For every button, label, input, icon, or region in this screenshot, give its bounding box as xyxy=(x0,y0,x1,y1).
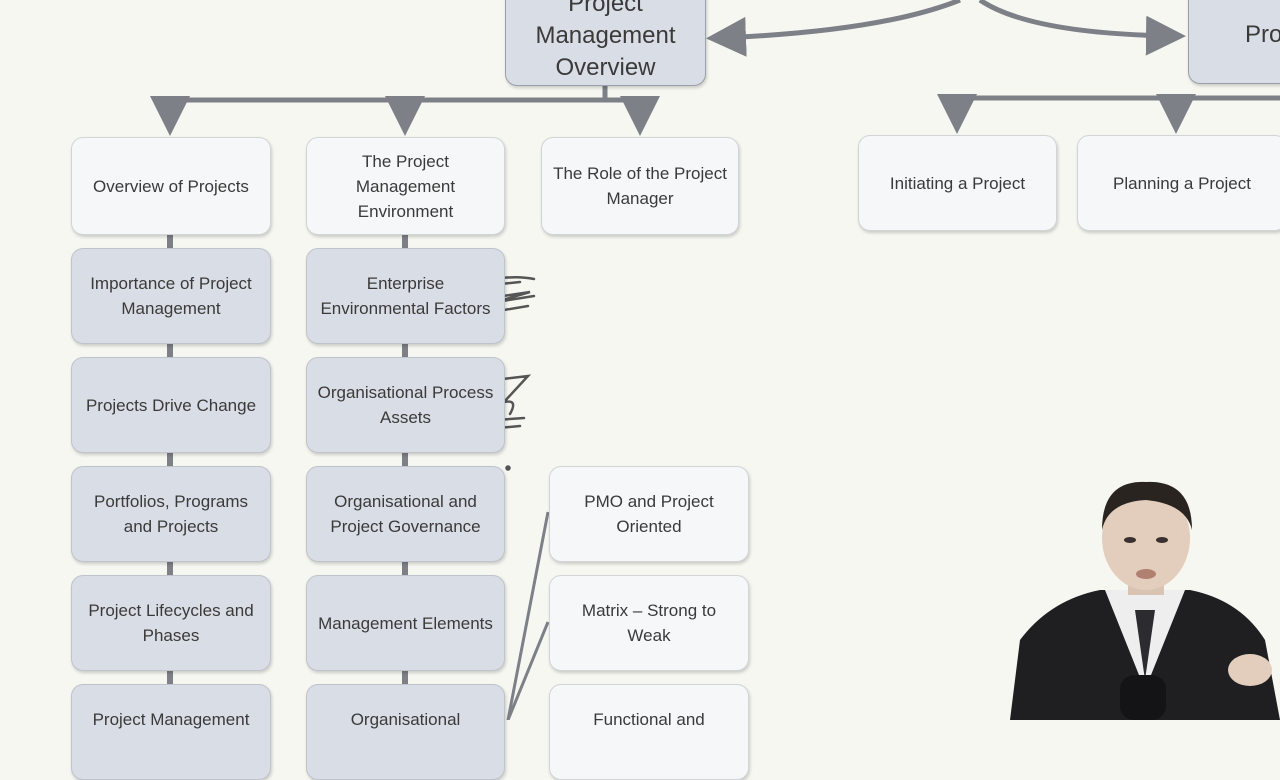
node-label: Planning a Project xyxy=(1113,173,1251,193)
node-project-lifecycles[interactable]: Project Lifecycles and Phases xyxy=(71,575,271,671)
connector-lines xyxy=(150,0,1280,720)
node-enterprise-environmental-factors[interactable]: Enterprise Environmental Factors xyxy=(306,248,505,344)
node-governance[interactable]: Organisational and Project Governance xyxy=(306,466,505,562)
sibling-root-label: Pro xyxy=(1245,21,1280,48)
node-management-elements[interactable]: Management Elements xyxy=(306,575,505,671)
node-label: Projects Drive Change xyxy=(85,395,257,415)
root-node[interactable]: Project Management Overview xyxy=(505,0,706,86)
link-to-pmo xyxy=(506,511,550,720)
node-portfolios-programs-projects[interactable]: Portfolios, Programs and Projects xyxy=(71,466,271,562)
presenter-video-overlay xyxy=(1010,481,1280,720)
node-label: Portfolios, Programs and Projects xyxy=(94,492,248,536)
node-label: Initiating a Project xyxy=(889,173,1026,193)
node-label: Enterprise Environmental Factors xyxy=(320,274,491,318)
node-initiating-a-project[interactable]: Initiating a Project xyxy=(858,135,1057,231)
node-label: The Project Management Environment xyxy=(355,151,456,221)
link-to-matrix xyxy=(506,621,550,720)
node-role-of-pm[interactable]: The Role of the Project Manager xyxy=(541,137,739,235)
node-overview-of-projects[interactable]: Overview of Projects xyxy=(71,137,271,235)
node-matrix[interactable]: Matrix – Strong to Weak xyxy=(549,575,749,671)
node-project-management[interactable]: Project Management xyxy=(71,684,271,780)
node-planning-a-project[interactable]: Planning a Project xyxy=(1077,135,1280,231)
sibling-root-node[interactable]: Pro xyxy=(1188,0,1280,84)
node-organisational[interactable]: Organisational xyxy=(306,684,505,780)
node-label: Importance of Project Management xyxy=(90,274,252,318)
root-label: Project Management Overview xyxy=(535,0,676,81)
node-importance-of-pm[interactable]: Importance of Project Management xyxy=(71,248,271,344)
node-label: The Role of the Project Manager xyxy=(553,164,727,208)
node-label: Matrix – Strong to Weak xyxy=(581,601,717,645)
node-label: Organisational and Project Governance xyxy=(330,492,481,536)
node-pm-environment[interactable]: The Project Management Environment xyxy=(306,137,505,235)
curve-to-root xyxy=(706,0,961,57)
node-projects-drive-change[interactable]: Projects Drive Change xyxy=(71,357,271,453)
node-label: Management Elements xyxy=(318,613,493,633)
node-organisational-process-assets[interactable]: Organisational Process Assets xyxy=(306,357,505,453)
node-label: Project Lifecycles and Phases xyxy=(88,601,254,645)
curve-to-sibling-root xyxy=(978,0,1186,56)
node-pmo-project-oriented[interactable]: PMO and Project Oriented xyxy=(549,466,749,562)
node-functional[interactable]: Functional and xyxy=(549,684,749,780)
node-label: Organisational Process Assets xyxy=(317,383,494,427)
node-label: Overview of Projects xyxy=(93,176,249,196)
node-label: PMO and Project Oriented xyxy=(584,492,714,536)
